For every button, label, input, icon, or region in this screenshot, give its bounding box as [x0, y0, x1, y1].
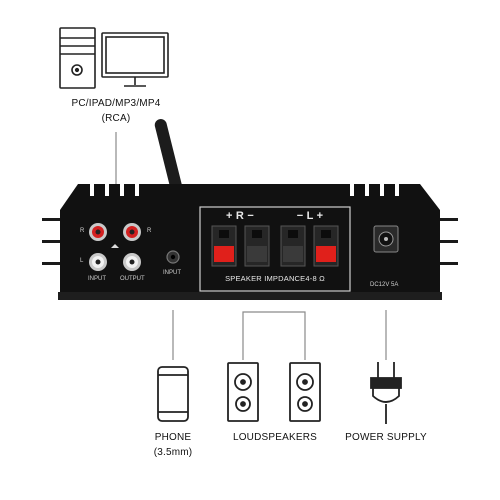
speaker-impedance-label: SPEAKER IMPDANCE4-8 Ω — [225, 274, 325, 283]
right-channel-label: + R − — [226, 210, 254, 222]
r-marker-2: R — [147, 228, 152, 234]
speaker-connector-line — [242, 311, 306, 360]
rca-input-left-jack — [89, 253, 107, 271]
arrow-mark-icon — [111, 244, 119, 248]
rca-output-left-jack — [123, 253, 141, 271]
power-plug-icon — [370, 362, 402, 424]
dc-power-jack — [373, 225, 399, 253]
loudspeakers-label: LOUDSPEAKERS — [232, 432, 318, 443]
speaker-terminal-block — [199, 206, 351, 292]
power-spec-label: DC12V 5A — [370, 282, 399, 288]
aux-input-label: INPUT — [163, 270, 181, 276]
source-label: PC/IPAD/MP3/MP4 — [71, 98, 161, 109]
left-channel-label: − L + — [296, 210, 324, 222]
rca-input-right-jack — [89, 223, 107, 241]
phone-icon — [157, 366, 189, 422]
rca-output-right-jack — [123, 223, 141, 241]
loudspeaker-right-icon — [289, 362, 321, 422]
loudspeaker-left-icon — [227, 362, 259, 422]
computer-tower-icon — [59, 27, 96, 89]
power-supply-label: POWER SUPPLY — [345, 432, 427, 443]
output-label: OUTPUT — [120, 276, 145, 282]
source-sublabel: (RCA) — [101, 113, 131, 124]
phone-label: PHONE — [154, 432, 192, 443]
r-marker: R — [80, 228, 85, 234]
phone-sublabel: (3.5mm) — [153, 447, 193, 458]
l-marker: L — [80, 258, 84, 264]
monitor-icon — [101, 32, 169, 87]
input-label: INPUT — [88, 276, 106, 282]
aux-input-jack — [166, 250, 180, 264]
